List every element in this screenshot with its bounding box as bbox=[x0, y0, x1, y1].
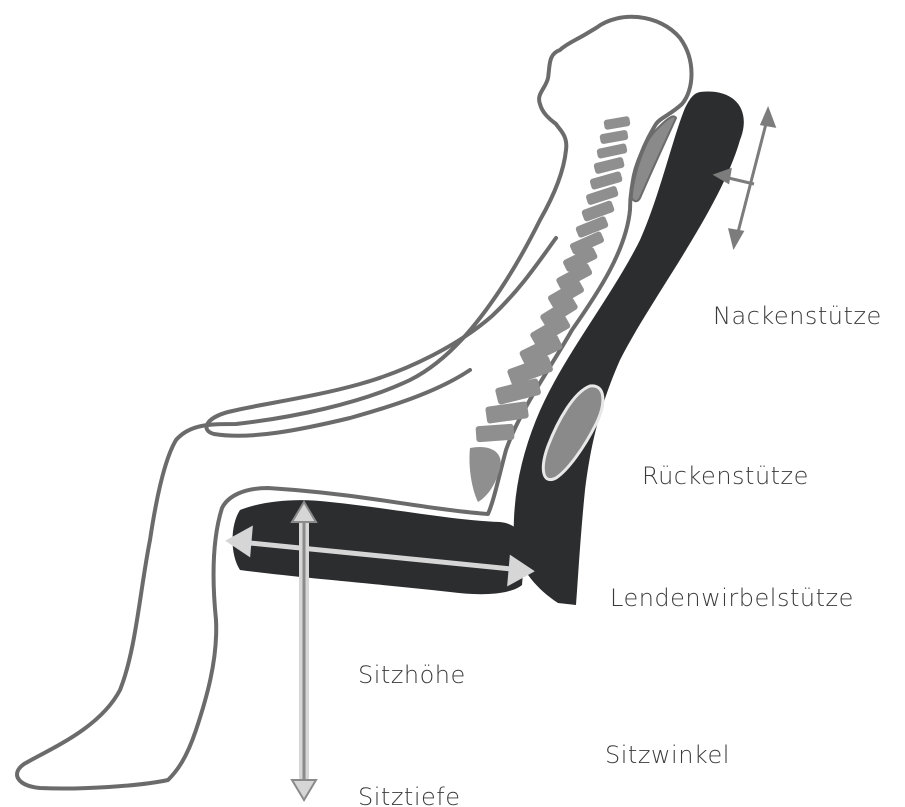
seat-height-label: Sitzhöhe bbox=[358, 661, 466, 689]
seat-depth-label: Sitztiefe bbox=[358, 783, 460, 807]
neck-support-label: Nackenstütze bbox=[713, 302, 882, 330]
back-support-label: Rückenstütze bbox=[642, 462, 809, 490]
lumbar-support-label: Lendenwirbelstütze bbox=[610, 584, 854, 612]
seat-angle-label: Sitzwinkel bbox=[605, 741, 730, 769]
